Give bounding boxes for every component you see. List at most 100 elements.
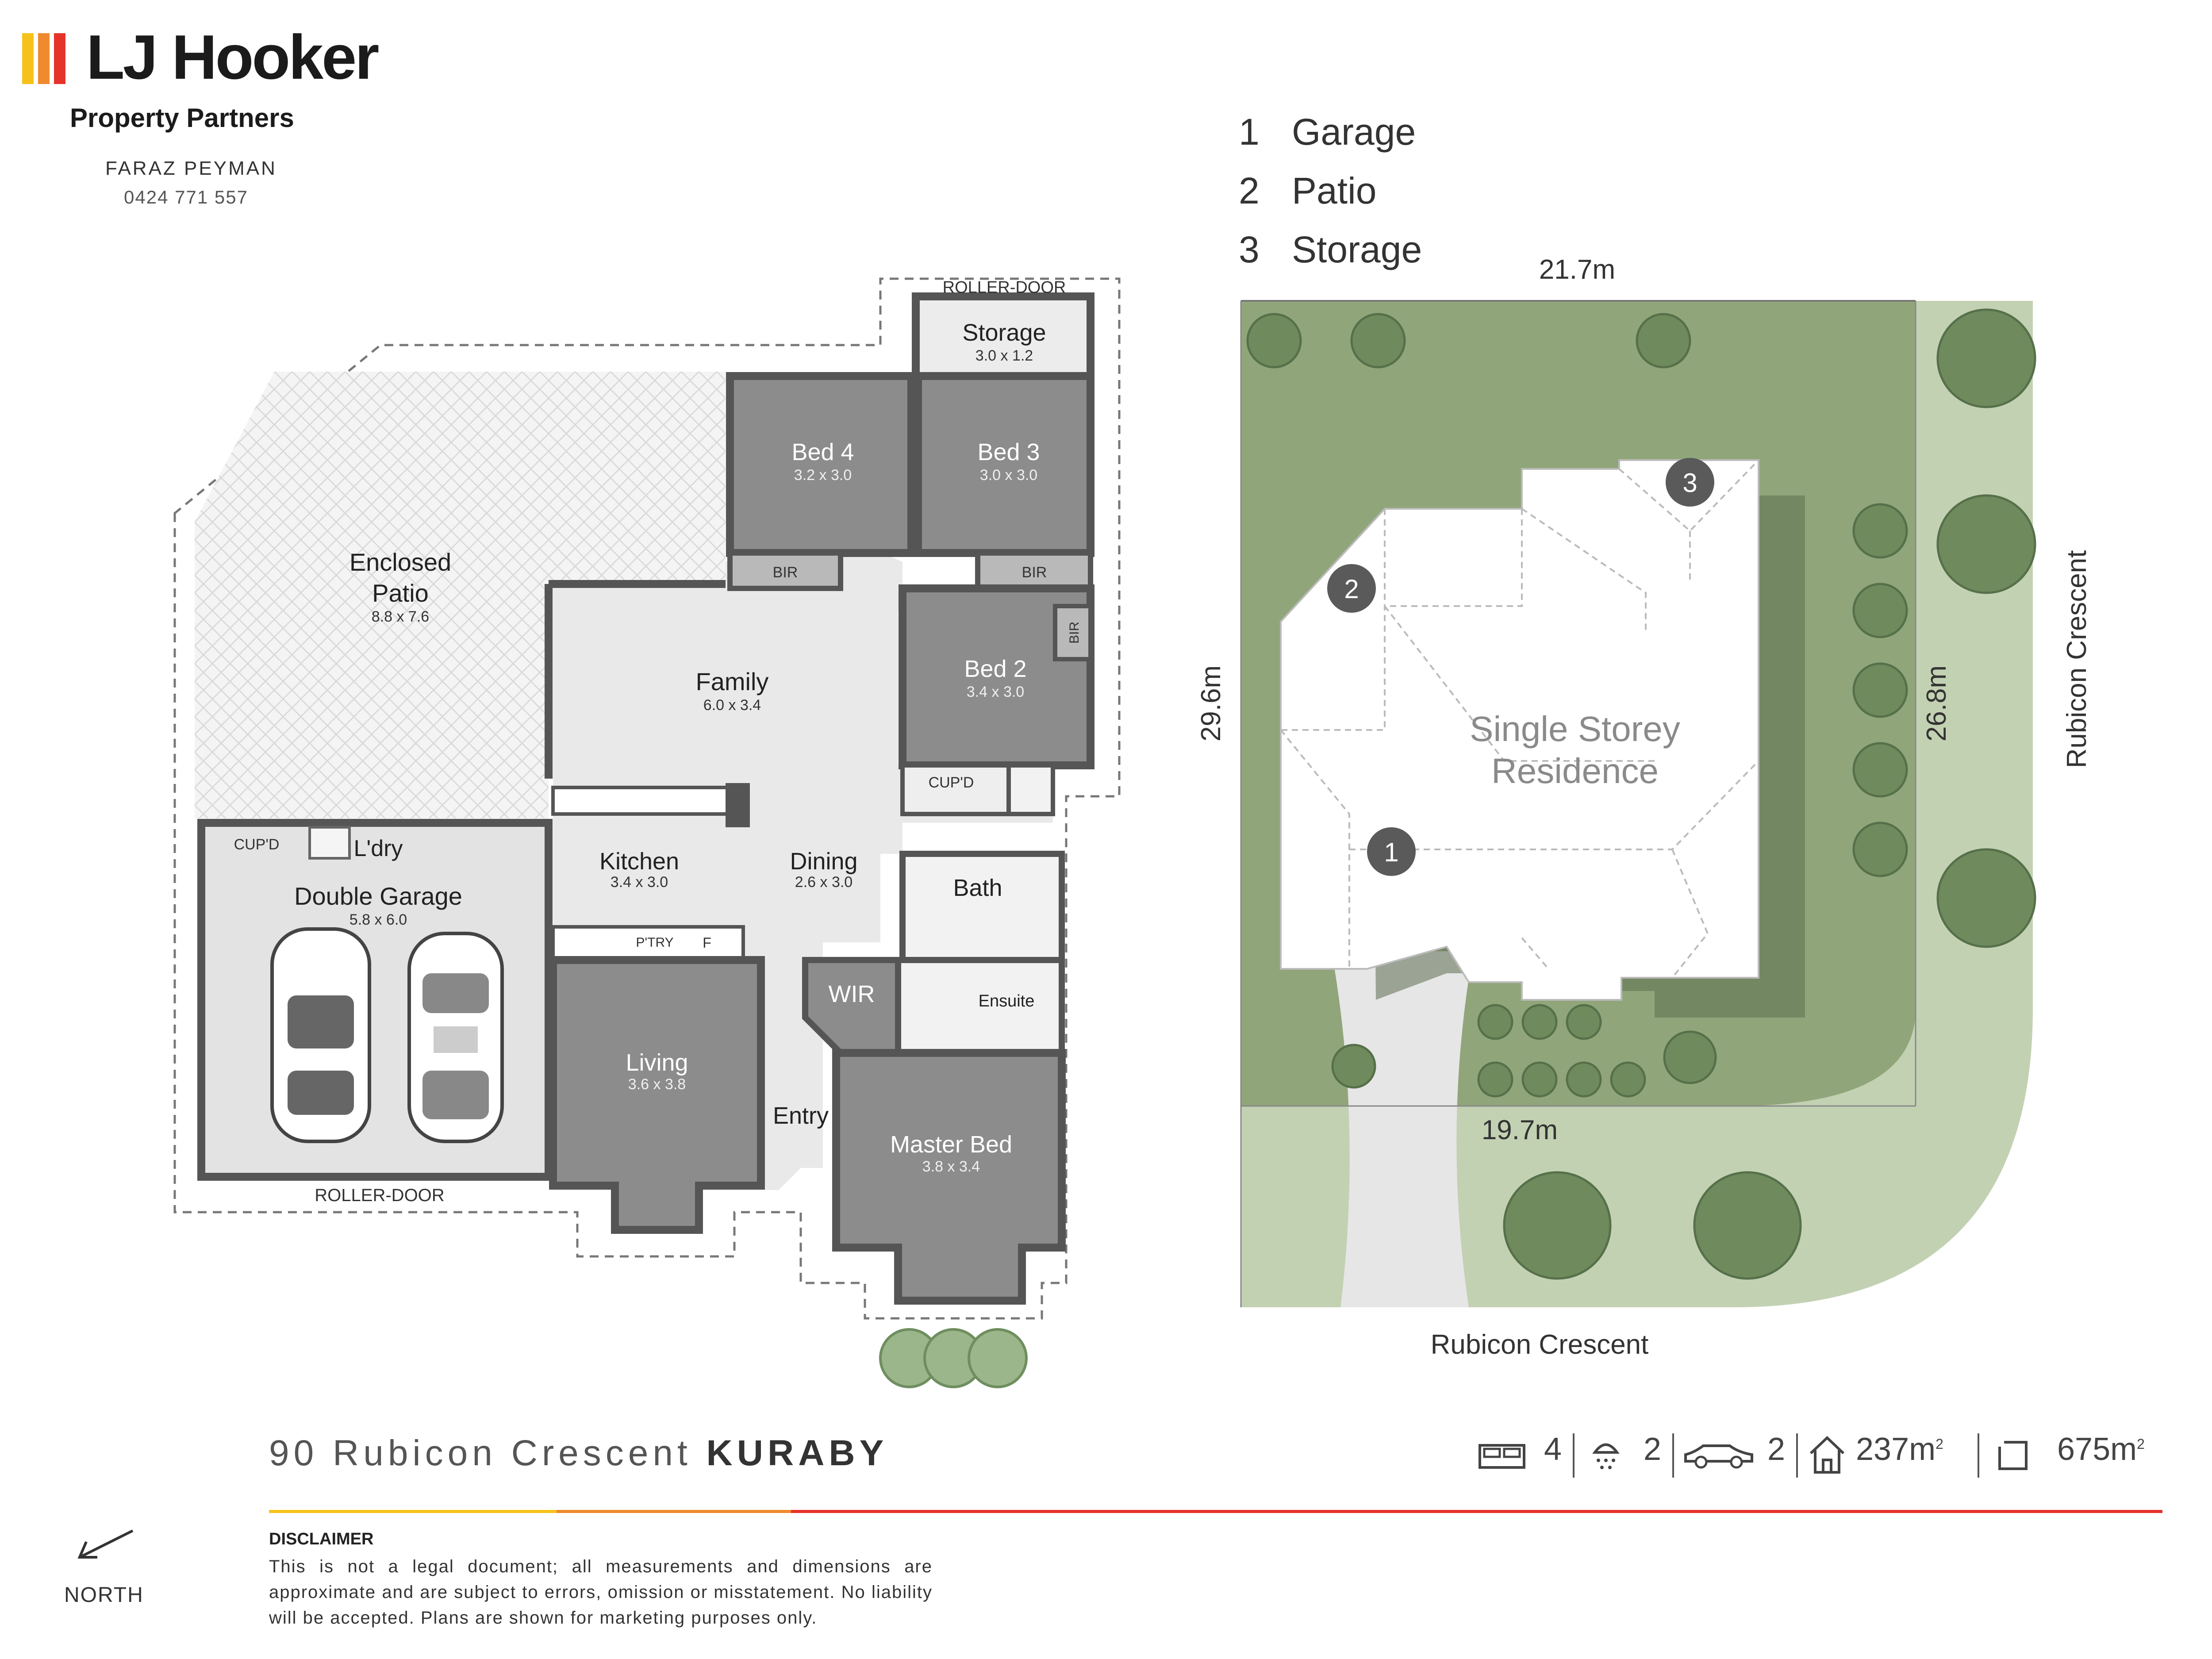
garage-label: Double Garage xyxy=(294,882,462,910)
bir-label-2: BIR xyxy=(1022,564,1047,581)
address-street: 90 Rubicon Crescent xyxy=(269,1433,692,1473)
divider-3 xyxy=(1796,1433,1798,1478)
driveway xyxy=(1332,951,1473,1307)
house-area: 237m2 xyxy=(1856,1431,1943,1467)
house-area-value: 237m xyxy=(1856,1432,1936,1467)
beds-count: 4 xyxy=(1544,1432,1562,1467)
marker-3-badge xyxy=(1666,458,1714,507)
floor-plan: ROLLER-DOOR Storage 3.0 x 1.2 Bed 4 3.2 … xyxy=(173,277,1121,1388)
house-area-unit: 2 xyxy=(1936,1436,1943,1452)
brand-name: LJ Hooker xyxy=(86,22,379,92)
storage-dim: 3.0 x 1.2 xyxy=(975,347,1033,364)
north-label: NORTH xyxy=(64,1583,144,1607)
car-right-icon xyxy=(407,932,504,1143)
ldry-label: L'dry xyxy=(353,836,403,861)
agent-phone: 0424 771 557 xyxy=(124,187,248,207)
roller-door-top-label: ROLLER-DOOR xyxy=(943,278,1066,297)
logo-bar-red xyxy=(54,33,65,84)
roller-door-bottom-label: ROLLER-DOOR xyxy=(315,1186,444,1205)
bed2-room xyxy=(899,584,1094,769)
land-area: 675m2 xyxy=(2057,1431,2145,1467)
logo-bar-yellow xyxy=(22,33,34,84)
bottom-dimension: 19.7m xyxy=(1482,1115,1558,1145)
kitchen-bench xyxy=(551,786,749,816)
legend-label-1: Garage xyxy=(1292,111,1416,153)
car-icon xyxy=(1684,1444,1753,1469)
ensuite-label: Ensuite xyxy=(979,992,1035,1010)
site-plan: 2 3 1 Single Storey Residence 21.7m 29.6… xyxy=(1196,254,2092,1360)
divider-rule xyxy=(269,1510,2162,1513)
bir-3 xyxy=(1053,604,1093,661)
residence-label-2: Residence xyxy=(1491,751,1659,791)
floor-boundary xyxy=(173,277,1121,1320)
street-name-bottom: Rubicon Crescent xyxy=(1431,1329,1649,1360)
living-room xyxy=(549,956,765,1234)
cars-count: 2 xyxy=(1767,1432,1786,1467)
house-area-icon xyxy=(1809,1436,1845,1474)
legend-label-2: Patio xyxy=(1292,170,1377,211)
north-arrow-icon xyxy=(77,1529,134,1559)
left-dimension: 29.6m xyxy=(1196,665,1226,741)
kitchen-bench-2 xyxy=(551,925,745,960)
right-dimension: 26.8m xyxy=(1921,665,1952,741)
car-left-icon xyxy=(270,927,371,1143)
dining-label: Dining xyxy=(790,848,857,875)
kitchen-label: Kitchen xyxy=(599,848,679,875)
pantry-label: P'TRY xyxy=(636,935,673,950)
enclosed-patio xyxy=(195,372,726,818)
top-dimension: 21.7m xyxy=(1539,254,1615,285)
site-trees xyxy=(1246,308,2036,1280)
disclaimer-heading: DISCLAIMER xyxy=(269,1530,374,1548)
master-bed-room xyxy=(832,1049,1066,1305)
bed4-label: Bed 4 xyxy=(791,439,854,465)
land-area-unit: 2 xyxy=(2137,1436,2145,1452)
legend-num-2: 2 xyxy=(1239,170,1260,211)
bed3-label: Bed 3 xyxy=(977,439,1040,465)
master-dim: 3.8 x 3.4 xyxy=(922,1158,980,1175)
marker-2: 2 xyxy=(1344,574,1359,604)
laundry xyxy=(308,826,351,860)
cupd-hall-label: CUP'D xyxy=(929,774,974,791)
kitchen-island-wall xyxy=(726,783,750,827)
brand-logo-mark xyxy=(22,33,75,84)
fridge-label: F xyxy=(703,935,711,951)
family-label: Family xyxy=(696,668,769,695)
bed2-label: Bed 2 xyxy=(964,656,1026,682)
garden-trees xyxy=(879,1328,1028,1388)
family-dim: 6.0 x 3.4 xyxy=(703,697,761,714)
land-area-value: 675m xyxy=(2057,1432,2137,1467)
living-dim: 3.6 x 3.8 xyxy=(628,1076,686,1093)
kitchen-dim: 3.4 x 3.0 xyxy=(611,874,668,891)
agent-name: FARAZ PEYMAN xyxy=(105,157,277,179)
garage-dim: 5.8 x 6.0 xyxy=(349,911,407,928)
bed2-dim: 3.4 x 3.0 xyxy=(967,684,1024,700)
shower-icon xyxy=(1592,1443,1620,1469)
marker-3: 3 xyxy=(1682,468,1697,498)
address-suburb: KURABY xyxy=(706,1433,888,1473)
dining-dim: 2.6 x 3.0 xyxy=(795,874,853,891)
legend: 1 Garage 2 Patio 3 Storage xyxy=(1239,111,1593,288)
logo-bar-orange xyxy=(38,33,50,84)
entry-label: Entry xyxy=(773,1102,829,1129)
wc xyxy=(1006,763,1055,816)
cupboard-hall xyxy=(900,763,1024,816)
stats-row: 4 2 2 237m2 675m2 xyxy=(1478,1431,2159,1480)
storage-label: Storage xyxy=(962,319,1046,346)
wir-label: WIR xyxy=(829,981,875,1007)
disclaimer-body: This is not a legal document; all measur… xyxy=(269,1557,933,1628)
patio-label-1: Enclosed xyxy=(349,548,451,576)
master-label: Master Bed xyxy=(890,1131,1012,1158)
cupd-garage-label: CUP'D xyxy=(234,836,280,853)
living-label: Living xyxy=(626,1049,688,1076)
marker-1-badge xyxy=(1367,827,1416,876)
bath-label: Bath xyxy=(953,875,1002,901)
divider-2 xyxy=(1672,1433,1674,1478)
bath-room xyxy=(899,851,1065,963)
legend-num-1: 1 xyxy=(1239,111,1260,153)
bed4-dim: 3.2 x 3.0 xyxy=(794,467,852,484)
baths-count: 2 xyxy=(1644,1432,1662,1467)
marker-2-badge xyxy=(1327,564,1376,613)
street-name-right: Rubicon Crescent xyxy=(2062,550,2092,768)
land-area-icon xyxy=(1998,1441,2028,1470)
bir-2 xyxy=(975,550,1093,591)
